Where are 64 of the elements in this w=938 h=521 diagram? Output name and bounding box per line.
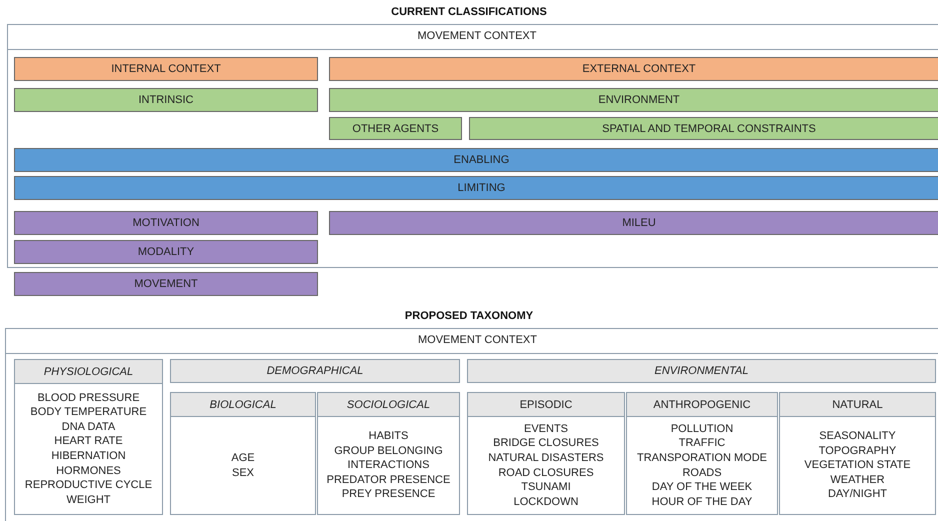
list-item: TRAFFIC [678,436,726,451]
list-item: BODY TEMPERATURE [30,405,147,420]
list-item: BLOOD PRESSURE [37,390,140,406]
category-header: PHYSIOLOGICAL [15,360,162,384]
category-bar: ENABLING [14,148,938,172]
category-header: EPISODIC [468,393,624,417]
list-item: LOCKDOWN [514,494,578,510]
list-item: ROADS [682,466,722,480]
category-bar: EXTERNAL CONTEXT [329,57,938,81]
list-item: TOPOGRAPHY [818,444,896,458]
category-card [626,392,778,515]
category-header: SOCIOLOGICAL [318,393,459,417]
list-item: TSUNAMI [521,480,571,495]
category-header: DEMOGRAPHICAL [170,359,460,383]
context-frame [5,328,938,521]
category-bar: INTERNAL CONTEXT [14,57,318,81]
list-item: AGE [231,450,255,466]
category-header: ENVIRONMENTAL [467,359,936,383]
list-item: REPRODUCTIVE CYCLE [24,478,152,493]
list-item: DAY OF THE WEEK [652,480,752,495]
section-heading: CURRENT CLASSIFICATIONS [390,6,548,18]
section-heading: PROPOSED TAXONOMY [404,310,534,322]
category-bar: SPATIAL AND TEMPORAL CONSTRAINTS [469,117,938,140]
list-item: PREDATOR PRESENCE [326,472,450,488]
list-item: HEART RATE [54,434,123,449]
list-item: INTERACTIONS [348,458,430,473]
list-item: ROAD CLOSURES [498,466,594,480]
category-bar: INTRINSIC [14,88,318,112]
list-item: SEX [232,466,254,480]
list-item: HABITS [368,429,408,444]
list-item: TRANSPORATION MODE [637,450,767,466]
category-card [779,392,936,515]
category-bar: ENVIRONMENT [329,88,938,112]
category-bar: LIMITING [14,176,938,200]
list-item: WEIGHT [66,492,110,508]
list-item: BRIDGE CLOSURES [493,436,599,451]
list-item: HOUR OF THE DAY [652,494,752,510]
list-item: GROUP BELONGING [334,444,443,458]
list-item: POLLUTION [670,422,734,436]
category-card [467,392,625,515]
list-item: VEGETATION STATE [804,458,911,473]
frame-title: MOVEMENT CONTEXT [417,334,538,346]
list-item: EVENTS [524,422,568,436]
list-item: HORMONES [56,464,121,478]
category-card [317,392,460,515]
category-card [14,359,163,515]
category-bar: OTHER AGENTS [329,117,462,140]
category-header: BIOLOGICAL [171,393,315,417]
list-item: DAY/NIGHT [828,487,888,502]
frame-title: MOVEMENT CONTEXT [416,30,538,42]
category-header: NATURAL [780,393,935,417]
category-bar: MOVEMENT [14,272,318,296]
list-item: SEASONALITY [819,429,896,444]
category-bar: MILEU [329,211,938,235]
list-item: PREY PRESENCE [342,487,436,502]
list-item: DNA DATA [62,420,116,434]
list-item: NATURAL DISASTERS [488,450,604,466]
category-card [170,392,316,515]
context-frame [7,24,938,268]
list-item: HIBERNATION [51,449,126,464]
category-header: ANTHROPOGENIC [627,393,777,417]
list-item: WEATHER [830,472,885,488]
category-bar: MOTIVATION [14,211,318,235]
category-bar: MODALITY [14,240,318,264]
